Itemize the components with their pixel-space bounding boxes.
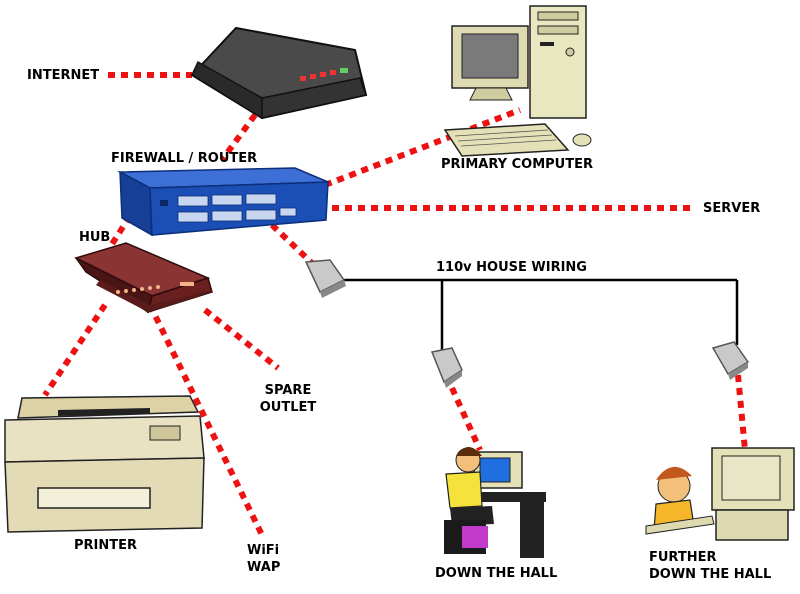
hub-icon bbox=[73, 242, 213, 314]
link-modem-router bbox=[219, 113, 258, 162]
child-at-computer-icon bbox=[444, 447, 546, 558]
label-server: SERVER bbox=[703, 201, 761, 216]
modem-icon bbox=[190, 26, 368, 120]
label-further-line2: DOWN THE HALL bbox=[649, 567, 772, 582]
computer-icon bbox=[443, 5, 592, 157]
powerline-adapter-icon bbox=[711, 341, 750, 380]
powerline-adapter-icon bbox=[304, 259, 346, 298]
label-further-down-the-hall: FURTHER DOWN THE HALL bbox=[649, 549, 771, 583]
router-icon bbox=[117, 167, 329, 237]
label-wifi-wap: WiFi WAP bbox=[247, 542, 280, 576]
label-internet: INTERNET bbox=[27, 68, 100, 83]
network-links bbox=[42, 72, 748, 537]
printer-icon bbox=[4, 395, 205, 533]
label-primary-computer: PRIMARY COMPUTER bbox=[441, 157, 593, 172]
label-spare-outlet-line2: OUTLET bbox=[259, 400, 317, 415]
label-spare-outlet: SPARE OUTLET bbox=[255, 382, 321, 416]
link-hub-printer bbox=[42, 303, 108, 397]
label-printer: PRINTER bbox=[74, 538, 138, 553]
powerline-adapter-icon bbox=[430, 347, 463, 388]
label-further-line1: FURTHER bbox=[649, 550, 717, 565]
label-down-the-hall: DOWN THE HALL bbox=[435, 566, 558, 581]
house-wiring-lines bbox=[340, 278, 739, 352]
link-router-powerline bbox=[269, 222, 317, 268]
link-hub-wap bbox=[147, 303, 265, 537]
link-powerline-further bbox=[735, 374, 748, 451]
label-wifi-wap-line1: WiFi bbox=[247, 543, 280, 558]
link-hub-spare bbox=[203, 307, 280, 371]
link-powerline-hall bbox=[449, 386, 483, 452]
label-hub: HUB bbox=[79, 230, 111, 245]
label-house-wiring: 110v HOUSE WIRING bbox=[436, 260, 587, 275]
label-spare-outlet-line1: SPARE bbox=[264, 383, 312, 398]
child-at-computer-icon bbox=[645, 447, 795, 541]
label-firewall-router: FIREWALL / ROUTER bbox=[111, 151, 258, 166]
label-wifi-wap-line2: WAP bbox=[247, 560, 281, 575]
link-router-primary bbox=[323, 107, 522, 188]
